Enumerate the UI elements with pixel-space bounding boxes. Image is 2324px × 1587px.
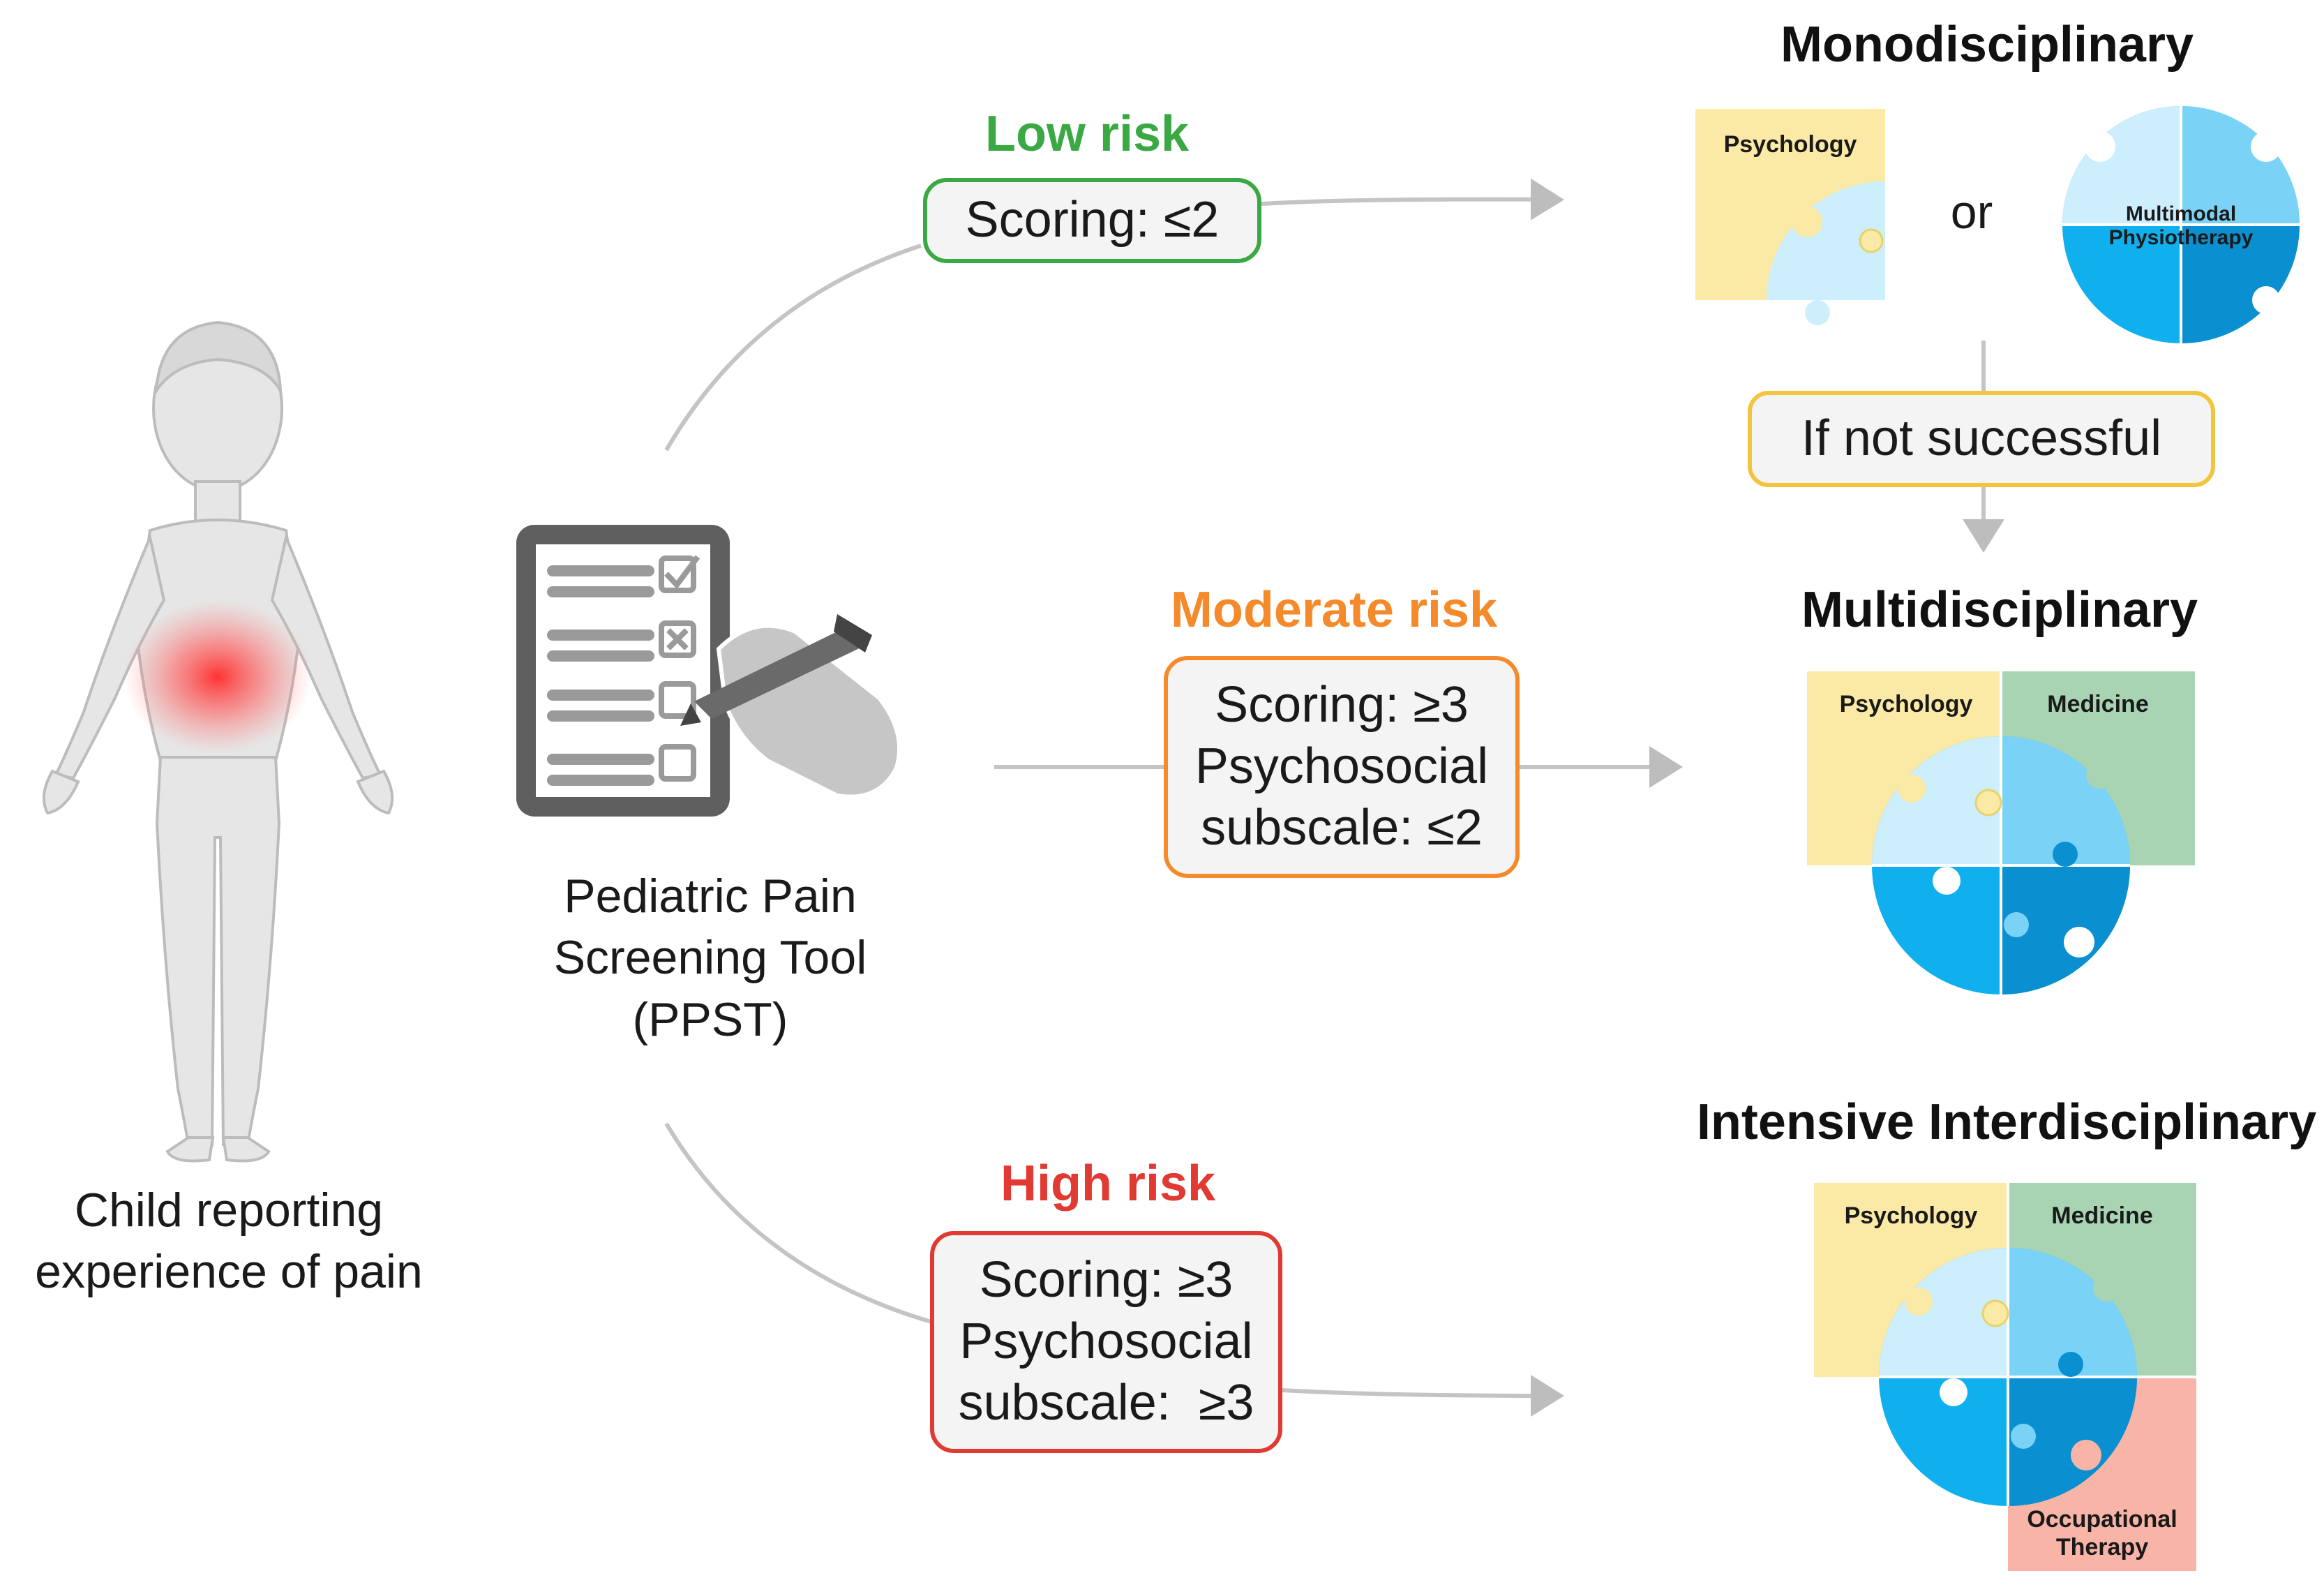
high-risk-scoring: Scoring: ≥3 (979, 1252, 1234, 1309)
ppst-caption-line1: Pediatric Pain (564, 870, 857, 923)
child-caption-line2: experience of pain (35, 1245, 423, 1299)
inter-ot-label-line2: Therapy (2056, 1534, 2148, 1560)
fallback-label: If not successful (1801, 410, 2162, 467)
pain-indicator (123, 600, 312, 754)
inter-ot-label-line1: Occupational (2027, 1506, 2177, 1533)
ppst-caption: Pediatric Pain Screening Tool (PPST) (554, 865, 867, 1050)
writing-hand-icon (680, 614, 902, 799)
mono-psychology-puzzle: Psychology (1695, 109, 1885, 325)
arrow-high-to-inter (1282, 1374, 1564, 1417)
low-risk-box: Scoring: ≤2 (923, 178, 1261, 263)
multi-puzzle: Psychology Medicine (1807, 671, 2195, 994)
or-text: or (1950, 186, 1993, 239)
clipboard-icon (516, 525, 730, 817)
ppst-caption-line3: (PPST) (632, 992, 788, 1046)
moderate-risk-label: Moderate risk (1170, 582, 1498, 638)
inter-medicine-label: Medicine (2051, 1202, 2152, 1229)
moderate-risk-psychosocial: Psychosocial (1194, 738, 1489, 795)
mono-psychology-label: Psychology (1724, 131, 1857, 158)
fallback-box: If not successful (1748, 391, 2215, 487)
moderate-risk-scoring: Scoring: ≥3 (1215, 677, 1469, 733)
multimodal-label-line1: Multimodal (2126, 202, 2236, 225)
child-caption-line1: Child reporting (74, 1184, 384, 1237)
inter-title: Intensive Interdisciplinary (1696, 1094, 2317, 1150)
multi-medicine-label: Medicine (2047, 691, 2148, 717)
multi-title: Multidisciplinary (1801, 582, 2198, 638)
connector-to-high-risk (664, 1122, 934, 1325)
mono-title: Monodisciplinary (1780, 17, 2194, 73)
multimodal-label-line2: Physiotherapy (2109, 226, 2254, 249)
high-risk-psychosocial: Psychosocial (959, 1313, 1253, 1370)
multi-psychology-label: Psychology (1840, 691, 1973, 717)
inter-puzzle: Psychology Medicine Occupational Therapy (1814, 1183, 2196, 1571)
moderate-risk-box: Scoring: ≥3 Psychosocial subscale: ≤2 (1164, 656, 1520, 878)
high-risk-label: High risk (1000, 1156, 1216, 1212)
connector-lines (664, 178, 2004, 1417)
inter-psychology-label: Psychology (1845, 1202, 1978, 1229)
arrow-low-to-mono (1261, 178, 1564, 221)
low-risk-scoring: Scoring: ≤2 (965, 192, 1220, 248)
moderate-risk-subscale: subscale: ≤2 (1201, 799, 1483, 856)
child-figure-illustration (42, 320, 394, 1163)
connector-to-low-risk (664, 244, 922, 452)
high-risk-subscale: subscale: ≥3 (958, 1374, 1254, 1431)
mono-physiotherapy-puzzle: Multimodal Physiotherapy (2058, 106, 2300, 343)
low-risk-label: Low risk (984, 106, 1190, 162)
child-caption: Child reporting experience of pain (35, 1179, 423, 1303)
high-risk-box: Scoring: ≥3 Psychosocial subscale: ≥3 (930, 1231, 1282, 1453)
ppst-caption-line2: Screening Tool (553, 931, 867, 985)
